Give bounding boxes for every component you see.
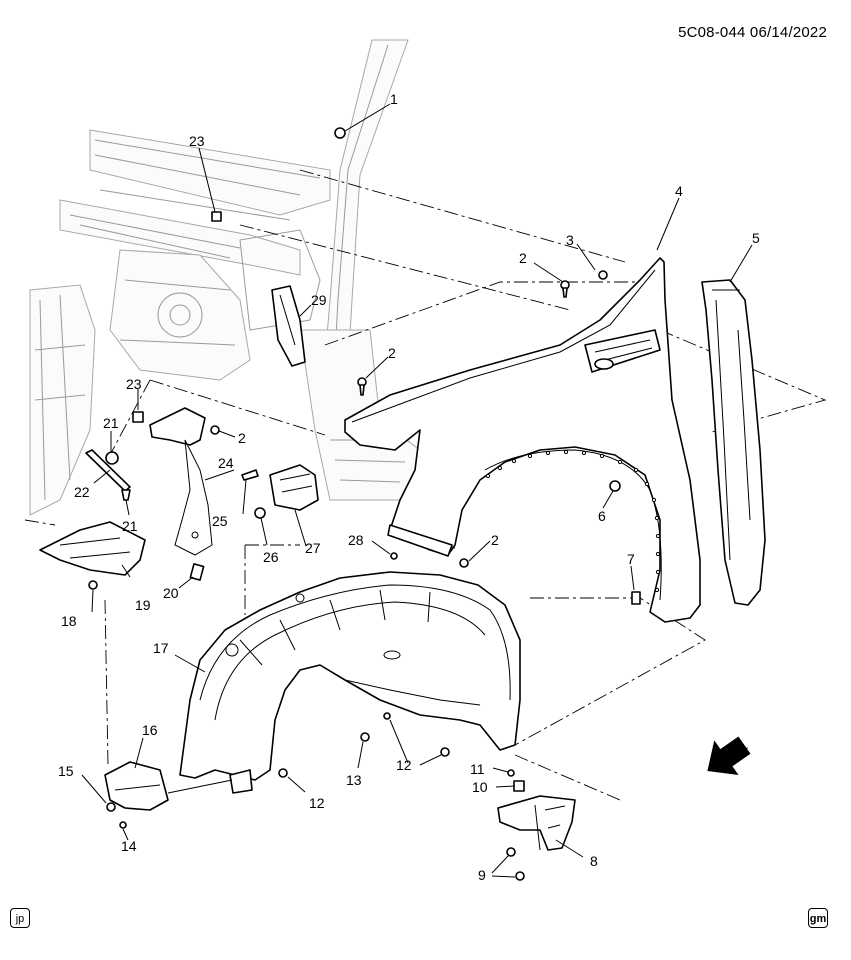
- callout-2: 2: [238, 430, 246, 446]
- callout-26: 26: [263, 549, 279, 565]
- callout-2: 2: [519, 250, 527, 266]
- wheelhouse-liner: [179, 571, 521, 794]
- callout-17: 17: [153, 640, 169, 656]
- callout-15: 15: [58, 763, 74, 779]
- callout-24: 24: [218, 455, 234, 471]
- rear-lower-bracket: [104, 761, 169, 811]
- hinge: [269, 464, 319, 511]
- diagram-header: 5C08-044 06/14/2022: [678, 24, 827, 41]
- gm-logo-icon: gm: [808, 908, 828, 928]
- callout-20: 20: [163, 585, 179, 601]
- jp-badge: jp: [10, 908, 30, 928]
- callout-9: 9: [478, 867, 486, 883]
- closeout-panel: [271, 285, 306, 367]
- callout-21: 21: [103, 415, 119, 431]
- callout-28: 28: [348, 532, 364, 548]
- cowl-panel: [89, 129, 331, 216]
- upper-rail: [59, 199, 301, 276]
- upper-bracket: [149, 407, 206, 446]
- callout-7: 7: [627, 551, 635, 567]
- arrow-icon: [707, 736, 751, 776]
- callout-27: 27: [305, 540, 321, 556]
- fender: [344, 257, 701, 623]
- callout-1: 1: [390, 91, 398, 107]
- shock-tower: [109, 249, 251, 381]
- callout-2: 2: [491, 532, 499, 548]
- brackets: [39, 211, 576, 851]
- fasteners: [88, 127, 641, 881]
- diagram-code: 5C08-044: [678, 24, 746, 41]
- callout-5: 5: [752, 230, 760, 246]
- callout-12: 12: [309, 795, 325, 811]
- body-structure: [29, 39, 421, 516]
- callout-11: 11: [470, 761, 485, 777]
- callout-18: 18: [61, 613, 77, 629]
- callout-labels: 1 2 2 2 2 2 3 4 5 6 7 8 9 10 11 12 12 13…: [58, 91, 760, 883]
- alignment-lines: [24, 169, 827, 801]
- callout-29: 29: [311, 292, 327, 308]
- fender-edge-holes: [485, 449, 661, 593]
- leader-lines: [81, 103, 753, 878]
- callout-12: 12: [396, 757, 412, 773]
- lower-bracket: [39, 521, 146, 576]
- callout-6: 6: [598, 508, 606, 524]
- callout-23: 23: [189, 133, 205, 149]
- callout-2: 2: [388, 345, 396, 361]
- front-direction-indicator: FRT: [707, 736, 752, 776]
- fender-seal: [701, 279, 766, 606]
- callout-21: 21: [122, 518, 138, 534]
- callout-23: 23: [126, 376, 142, 392]
- callout-19: 19: [135, 597, 151, 613]
- callout-8: 8: [590, 853, 598, 869]
- front-rail: [29, 284, 96, 516]
- callout-10: 10: [472, 779, 488, 795]
- callout-3: 3: [566, 232, 574, 248]
- callout-25: 25: [212, 513, 228, 529]
- callout-4: 4: [675, 183, 683, 199]
- rod: [85, 449, 131, 492]
- callout-14: 14: [121, 838, 137, 854]
- callout-22: 22: [74, 484, 90, 500]
- callout-16: 16: [142, 722, 158, 738]
- callout-13: 13: [346, 772, 362, 788]
- diagram-date: 06/14/2022: [749, 24, 827, 41]
